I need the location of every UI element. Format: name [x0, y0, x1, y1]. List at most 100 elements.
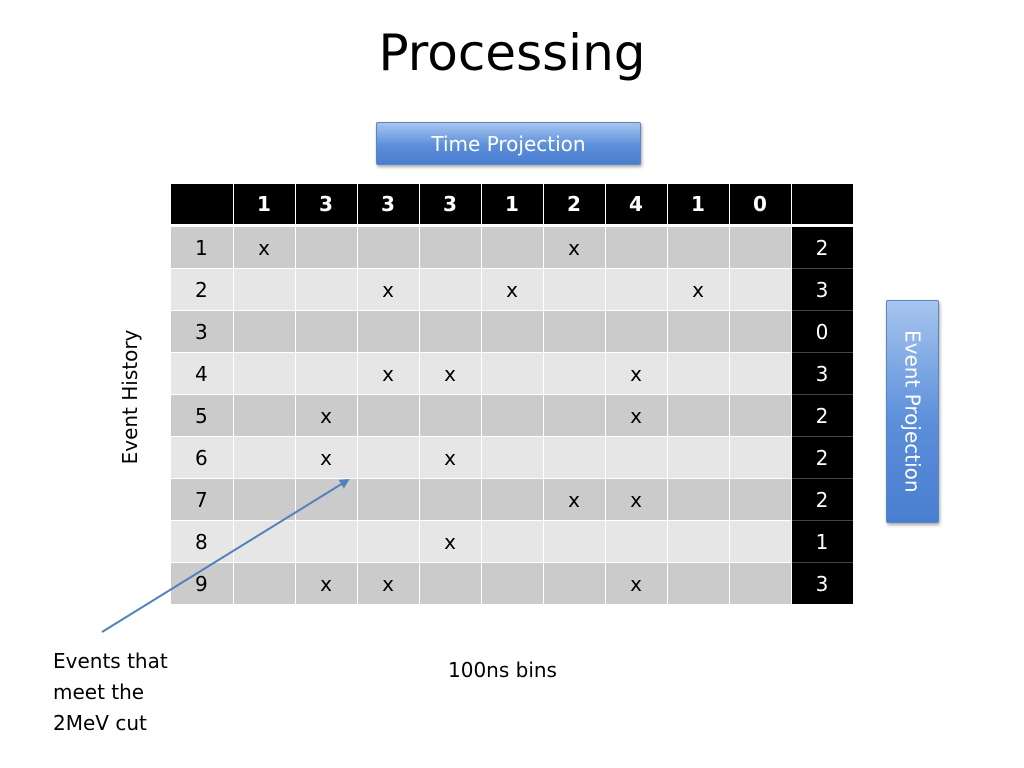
grid-cell [357, 394, 420, 437]
row-label: 6 [171, 436, 234, 479]
grid-cell [233, 310, 296, 353]
event-projection-label: Event Projection [900, 330, 925, 493]
grid-cell [667, 310, 730, 353]
grid-cell [481, 225, 544, 269]
grid-cell [233, 268, 296, 311]
grid-cell [357, 225, 420, 269]
row-label: 7 [171, 478, 234, 521]
grid-cell [605, 268, 668, 311]
column-total: 1 [481, 184, 544, 227]
grid-cell [481, 562, 544, 604]
corner-cell [791, 184, 853, 227]
grid-cell: x [295, 394, 358, 437]
grid-cell [233, 478, 296, 521]
grid-cell [419, 268, 482, 311]
bins-label: 100ns bins [448, 658, 557, 682]
grid-cell [667, 225, 730, 269]
row-total: 2 [791, 436, 854, 479]
grid-cell [543, 268, 606, 311]
grid-cell [233, 520, 296, 563]
row-label: 3 [171, 310, 234, 353]
grid-cell: x [605, 394, 668, 437]
grid-cell: x [357, 562, 420, 604]
grid-cell [419, 478, 482, 521]
grid-cell [481, 520, 544, 563]
grid-cell [729, 310, 792, 353]
grid-cell [543, 520, 606, 563]
column-total: 3 [419, 184, 482, 227]
grid-cell: x [419, 520, 482, 563]
grid-cell [481, 352, 544, 395]
grid-cell [729, 225, 792, 269]
grid-cell [295, 268, 358, 311]
grid-cell [481, 310, 544, 353]
column-total: 3 [357, 184, 420, 227]
annotation-line: Events that [53, 649, 168, 673]
row-total: 3 [791, 352, 854, 395]
corner-cell [171, 184, 234, 227]
time-projection-label: Time Projection [431, 131, 586, 156]
grid-cell [295, 520, 358, 563]
event-projection-box: Event Projection [886, 300, 939, 523]
grid-cell [543, 562, 606, 604]
grid-cell [729, 520, 792, 563]
grid-cell: x [605, 478, 668, 521]
grid-cell [295, 225, 358, 269]
grid-cell: x [357, 352, 420, 395]
grid-cell [605, 225, 668, 269]
grid-cell: x [667, 268, 730, 311]
grid-cell [667, 352, 730, 395]
grid-cell [729, 268, 792, 311]
grid-cell [357, 520, 420, 563]
column-total: 1 [233, 184, 296, 227]
column-total: 2 [543, 184, 606, 227]
grid-cell [543, 310, 606, 353]
grid-cell: x [419, 352, 482, 395]
grid-cell [233, 352, 296, 395]
grid-cell [357, 436, 420, 479]
time-projection-row: 1 3 3 3 1 2 4 1 0 [171, 184, 853, 227]
grid-cell [357, 478, 420, 521]
grid-cell: x [543, 478, 606, 521]
grid-cell [295, 352, 358, 395]
grid-cell [419, 225, 482, 269]
event-history-label: Event History [118, 329, 142, 465]
grid-cell [543, 394, 606, 437]
grid-cell: x [543, 225, 606, 269]
grid-cell [419, 394, 482, 437]
grid-cell [543, 436, 606, 479]
row-total: 3 [791, 562, 854, 604]
grid-cell [419, 562, 482, 604]
grid-cell [295, 478, 358, 521]
events-annotation: Events that meet the 2MeV cut [53, 646, 213, 739]
grid-cell [729, 478, 792, 521]
grid-cell [419, 310, 482, 353]
grid-cell [667, 394, 730, 437]
grid-cell [667, 520, 730, 563]
grid-cell [481, 436, 544, 479]
grid-cell [357, 310, 420, 353]
grid-cell [481, 394, 544, 437]
grid-cell: x [233, 225, 296, 269]
row-total: 0 [791, 310, 854, 353]
grid-cell [605, 520, 668, 563]
grid-cell [667, 436, 730, 479]
grid-cell: x [605, 562, 668, 604]
grid-cell: x [295, 562, 358, 604]
row-total: 2 [791, 225, 854, 269]
grid-cell [233, 436, 296, 479]
row-total: 2 [791, 394, 854, 437]
grid-cell: x [481, 268, 544, 311]
column-total: 3 [295, 184, 358, 227]
grid-cell [233, 562, 296, 604]
grid-cell [605, 310, 668, 353]
grid-cell [667, 562, 730, 604]
grid-cell [481, 478, 544, 521]
